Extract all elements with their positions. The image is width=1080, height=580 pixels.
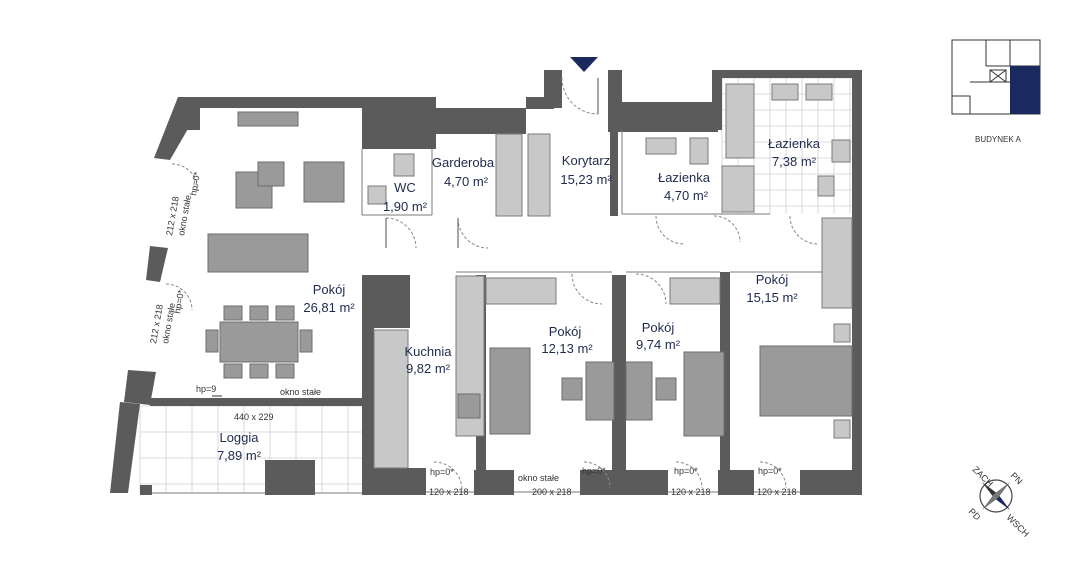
chair bbox=[223, 305, 243, 321]
hp-label: hp=0* bbox=[674, 466, 698, 476]
desk bbox=[585, 361, 615, 421]
toilet bbox=[831, 139, 851, 163]
wardrobe bbox=[495, 133, 523, 217]
loggia-size-label: 440 x 229 bbox=[234, 412, 274, 422]
room-name: Pokój bbox=[642, 320, 675, 335]
compass-south: PD bbox=[967, 506, 983, 522]
room-area: 9,82 m² bbox=[406, 361, 451, 376]
room-area: 4,70 m² bbox=[444, 174, 489, 189]
room-name: Łazienka bbox=[658, 170, 711, 185]
fixed-window-label: okno stałe bbox=[518, 473, 559, 483]
wardrobe bbox=[821, 217, 853, 309]
chair bbox=[561, 377, 583, 401]
chair bbox=[275, 363, 295, 379]
bed bbox=[683, 351, 725, 437]
sink bbox=[771, 83, 799, 101]
compass-north: PN bbox=[1009, 470, 1025, 486]
shower bbox=[721, 165, 755, 213]
room-name: Łazienka bbox=[768, 136, 821, 151]
window-annotations: 212 x 218 okno stałe hp=0* 212 x 218 okn… bbox=[148, 171, 796, 497]
building-key-map: BUDYNEK A bbox=[951, 39, 1041, 144]
compass-west: ZACH bbox=[971, 464, 995, 488]
desk bbox=[625, 361, 653, 421]
hp-label: hp=0* bbox=[172, 289, 186, 315]
chair bbox=[205, 329, 219, 353]
room-name: Pokój bbox=[313, 282, 346, 297]
room-area: 15,23 m² bbox=[560, 172, 612, 187]
chair bbox=[655, 377, 677, 401]
room-area: 7,89 m² bbox=[217, 448, 262, 463]
room-name: Pokój bbox=[756, 272, 789, 287]
chair bbox=[249, 305, 269, 321]
bed bbox=[489, 347, 531, 435]
armchair-right bbox=[303, 161, 345, 203]
hp-label: hp=9 bbox=[196, 384, 216, 394]
doors bbox=[165, 77, 819, 491]
room-name: WC bbox=[394, 180, 416, 195]
window-size-label: 120 x 218 bbox=[757, 487, 797, 497]
bath-toilet bbox=[689, 137, 709, 165]
wc-sink bbox=[367, 185, 387, 205]
toilet bbox=[393, 153, 415, 177]
hp-label: hp=0* bbox=[188, 171, 202, 197]
bidet bbox=[817, 175, 835, 197]
chair bbox=[299, 329, 313, 353]
room-name: Pokój bbox=[549, 324, 582, 339]
room-area: 7,38 m² bbox=[772, 154, 817, 169]
window-size-label: 120 x 218 bbox=[671, 487, 711, 497]
apartment-marker bbox=[1010, 66, 1040, 114]
room-area: 12,13 m² bbox=[541, 341, 593, 356]
bath-sink bbox=[645, 137, 677, 155]
wardrobe bbox=[485, 277, 557, 305]
room-area: 1,90 m² bbox=[383, 199, 428, 214]
compass-east: WSCH bbox=[1005, 512, 1032, 539]
cooktop bbox=[457, 393, 481, 419]
building-label: BUDYNEK A bbox=[975, 135, 1021, 144]
entrance-arrow-icon bbox=[570, 57, 598, 72]
room-area: 26,81 m² bbox=[303, 300, 355, 315]
chair bbox=[275, 305, 295, 321]
chair bbox=[223, 363, 243, 379]
room-name: Garderoba bbox=[432, 155, 495, 170]
sofa bbox=[207, 233, 309, 273]
furniture bbox=[205, 83, 853, 469]
chair bbox=[249, 363, 269, 379]
hp-label: hp=0* bbox=[430, 467, 454, 477]
compass-icon: ZACH PN PD WSCH bbox=[967, 464, 1032, 539]
hp-label: hp=0* bbox=[758, 466, 782, 476]
fixed-window-label: okno stałe bbox=[280, 387, 321, 397]
room-area: 9,74 m² bbox=[636, 337, 681, 352]
room-name: Kuchnia bbox=[405, 344, 453, 359]
bathtub bbox=[725, 83, 755, 159]
nightstand bbox=[833, 323, 851, 343]
corridor-wardrobe bbox=[527, 133, 551, 217]
double-bed bbox=[759, 345, 853, 417]
room-labels: Pokój 26,81 m² WC 1,90 m² Garderoba 4,70… bbox=[217, 136, 821, 463]
nightstand bbox=[833, 419, 851, 439]
window-size-label: 200 x 218 bbox=[532, 487, 572, 497]
pouf bbox=[257, 161, 285, 187]
room-name: Loggia bbox=[219, 430, 259, 445]
room-name: Korytarz bbox=[562, 153, 610, 168]
dining-table bbox=[219, 321, 299, 363]
room-area: 4,70 m² bbox=[664, 188, 709, 203]
sink bbox=[805, 83, 833, 101]
wardrobe bbox=[669, 277, 721, 305]
hp-label: hp=0* bbox=[582, 466, 606, 476]
kitchen-wall-unit bbox=[373, 329, 409, 469]
window-size-label: 120 x 218 bbox=[429, 487, 469, 497]
room-area: 15,15 m² bbox=[746, 290, 798, 305]
tv-cabinet bbox=[237, 111, 299, 127]
thin-outlines bbox=[152, 130, 852, 494]
